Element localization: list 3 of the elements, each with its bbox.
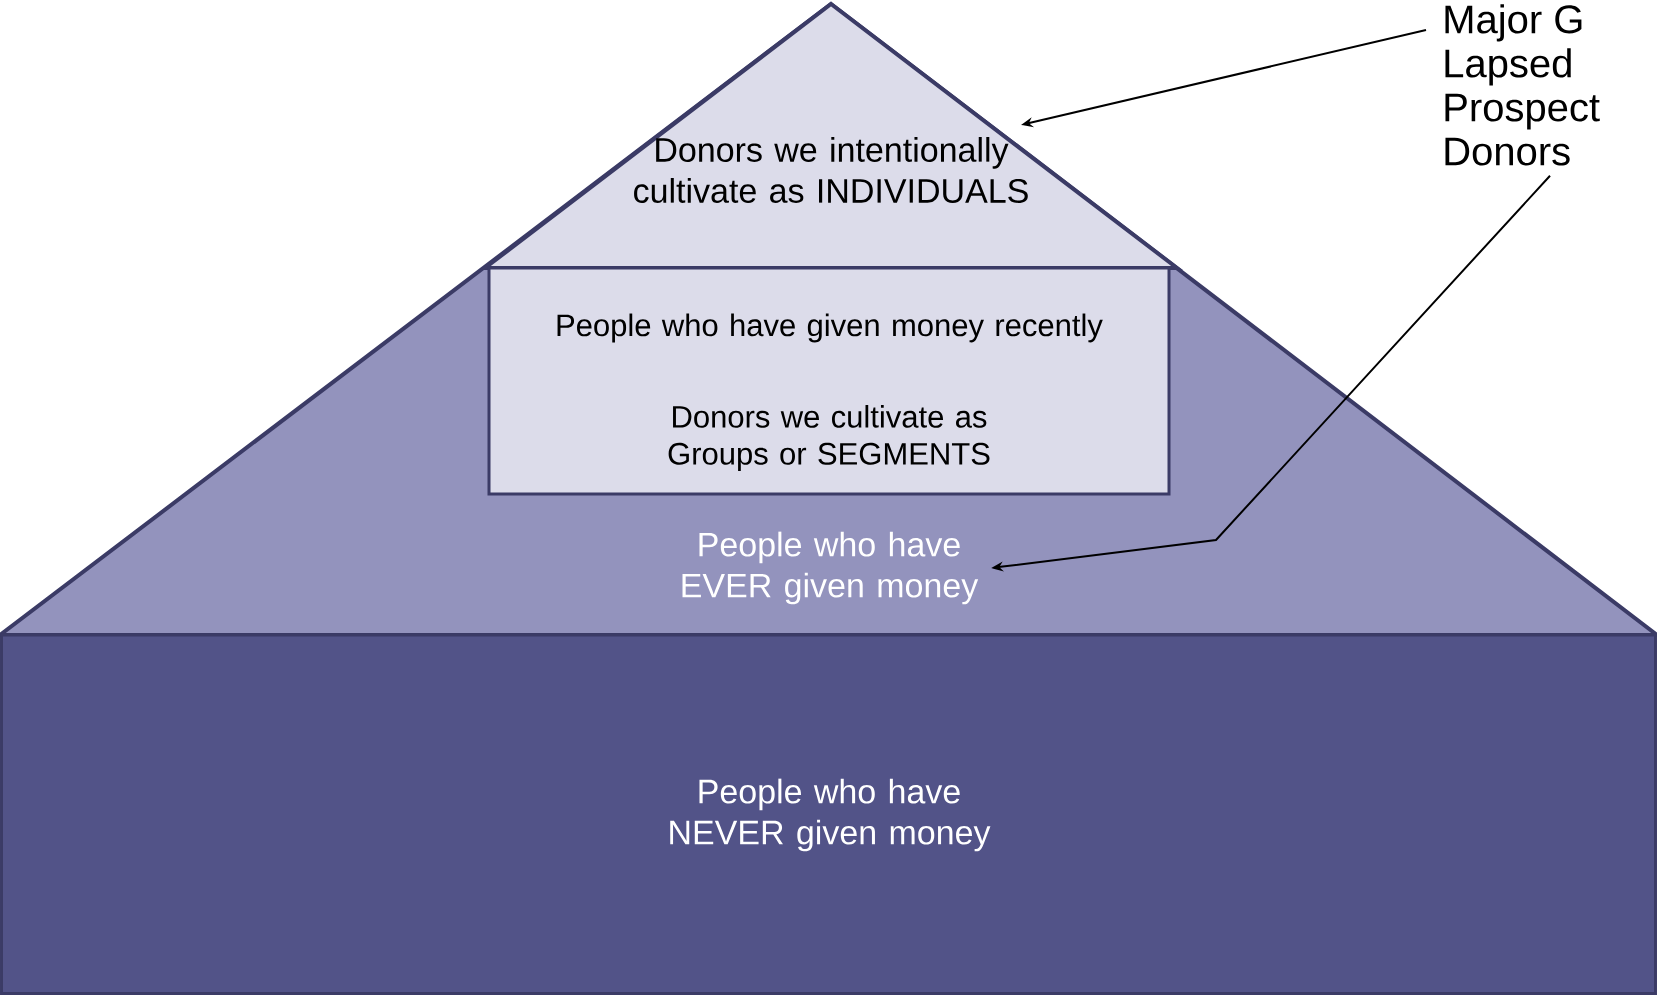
segment-box: People who have given money recently Donors we cultivate as Groups or SEGMENTS [487,266,1171,496]
callout-text: Major G Lapsed Prospect Donors [1445,4,1600,166]
base-band: People who have NEVER given money [0,633,1657,995]
